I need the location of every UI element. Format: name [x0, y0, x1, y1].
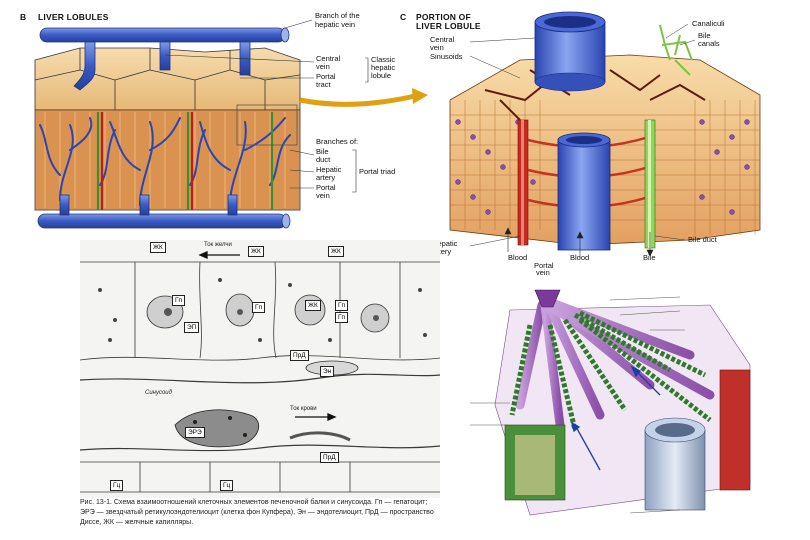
portal-vein-bottom: [37, 213, 287, 229]
portal-vein-3d: [644, 429, 706, 511]
label-bile-duct-1: Bile: [316, 147, 329, 156]
micro-box-3: ЖК: [328, 246, 344, 257]
panel-b-letter: B: [20, 12, 27, 22]
micro-box-5: Гп: [252, 302, 266, 313]
micro-box-10: ПрД: [290, 350, 309, 361]
micro-figure-caption: Рис. 13-1. Схема взаимоотношений клеточн…: [80, 499, 434, 526]
label-classic-lobule-2: hepatic: [371, 63, 396, 72]
micro-box-14: Гц: [110, 480, 124, 491]
label-hepatic-artery-2: artery: [316, 173, 336, 182]
portal-vein-cylinder: [557, 139, 611, 251]
label-c-blood-right: Blood: [570, 253, 590, 262]
micro-box-1: ЖК: [150, 242, 166, 253]
panel-b-title: LIVER LOBULES: [38, 12, 109, 22]
label-c-canaliculi: Canaliculi: [692, 19, 725, 28]
liver-lobules-illustration: [34, 19, 428, 229]
label-hepatic-artery-1: Hepatic: [316, 165, 342, 174]
label-branch-hepatic-vein-1: Branch of the: [315, 11, 360, 20]
panel-portion-lobule: C PORTION OF LIVER LOBULE Central vein S…: [400, 0, 810, 277]
micro-box-2: ЖК: [248, 246, 264, 257]
micro-box-12: ЭРЭ: [185, 427, 205, 438]
panel-liver-lobules: B LIVER LOBULES Branch of the hepatic ve…: [0, 0, 430, 240]
label-c-bile-canals-2: canals: [698, 39, 720, 48]
label-portal-vein-2: vein: [316, 191, 330, 200]
label-sinusoid: Синусоид: [145, 390, 172, 396]
micro-box-15: Гц: [220, 480, 234, 491]
portion-lobule-illustration: [449, 11, 761, 258]
label-c-hepatic-artery-2: artery: [432, 247, 452, 256]
label-portal-tract-1: Portal: [316, 72, 336, 81]
label-portal-tract-2: tract: [316, 80, 331, 89]
micro-box-9: Гп: [335, 300, 349, 311]
micro-box-13: ПрД: [320, 452, 339, 463]
label-portal-vein-1: Portal: [316, 183, 336, 192]
panel-cell-scheme: ЖК ЖК ЖК Гп Гп ЭП Гп ЖК Гп ПрД Эн ЭРЭ Пр…: [79, 240, 441, 498]
label-central-vein-2: vein: [316, 62, 330, 71]
panel-c-letter: C: [400, 12, 407, 22]
label-c-hepatic-artery-1: Hepatic: [432, 239, 458, 248]
label-central-vein-1: Central: [316, 54, 341, 63]
cell-scheme-drawing: [79, 240, 441, 498]
label-c-bile-canals-1: Bile: [698, 31, 711, 40]
zoom-arrow: [299, 93, 416, 107]
lobule-front-face: [34, 109, 301, 211]
label-classic-lobule-3: lobule: [371, 71, 392, 80]
zoom-region-box: [236, 104, 298, 146]
label-portal-triad: Portal triad: [359, 167, 396, 176]
micro-box-11: Эн: [320, 366, 335, 377]
label-classic-lobule-1: Classic: [371, 55, 396, 64]
micro-box-8: ЖК: [305, 300, 321, 311]
lobule-3d-illustration: [470, 289, 751, 516]
micro-box-6: ЭП: [184, 322, 200, 333]
label-c-bile-duct: Bile duct: [688, 235, 717, 244]
micro-box-4: Гп: [172, 295, 186, 306]
label-bile-flow: Ток желчи: [204, 242, 232, 248]
panel-c-title-1: PORTION OF: [416, 12, 471, 22]
label-c-bile: Bile: [643, 253, 656, 262]
label-blood-flow: Ток крови: [290, 406, 317, 412]
label-c-blood-left: Blood: [508, 253, 528, 262]
panel-3d-lobule: [450, 285, 760, 535]
label-c-central-vein-1: Central: [430, 35, 455, 44]
label-bile-duct-2: duct: [316, 155, 331, 164]
micro-box-7: Гп: [335, 312, 349, 323]
label-c-portal-vein-1: Portal: [534, 261, 554, 270]
label-branch-hepatic-vein-2: hepatic vein: [315, 20, 356, 29]
panel-c-title-2: LIVER LOBULE: [416, 21, 481, 31]
hepatic-vein-branch: [39, 27, 286, 43]
label-c-sinusoids: Sinusoids: [430, 52, 463, 61]
label-c-portal-vein-2: vein: [536, 268, 550, 277]
label-c-central-vein-2: vein: [430, 43, 444, 52]
label-branches-of: Branches of:: [316, 137, 359, 146]
